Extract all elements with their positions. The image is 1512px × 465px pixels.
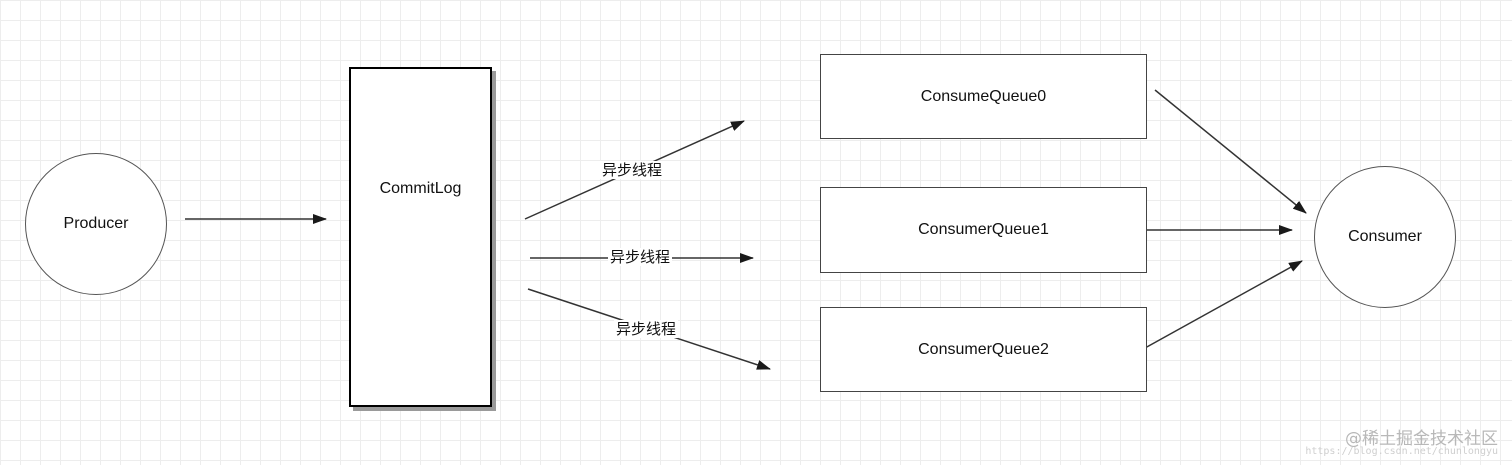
producer-node: Producer [25, 153, 167, 295]
consumer-queue1-label: ConsumerQueue1 [918, 221, 1049, 238]
consumer-queue2-label: ConsumerQueue2 [918, 340, 1049, 358]
edge-label-to-queue1: 异步线程 [608, 248, 673, 266]
watermark-url: https://blog.csdn.net/chunlongyu [1305, 446, 1498, 457]
arrow-queue0-to-consumer [1154, 89, 1307, 214]
consumer-queue1-node: ConsumerQueue1 [820, 187, 1147, 273]
consume-queue0-node: ConsumeQueue0 [820, 54, 1147, 139]
commitlog-node: CommitLog [349, 67, 492, 407]
consumer-queue2-node: ConsumerQueue2 [820, 307, 1147, 392]
consume-queue0-label: ConsumeQueue0 [920, 87, 1047, 105]
edge-label-to-queue0: 异步线程 [600, 161, 665, 179]
edge-label-to-queue2: 异步线程 [614, 320, 679, 338]
consumer-label: Consumer [1348, 228, 1422, 245]
watermark: @稀土掘金技术社区 [1345, 429, 1498, 449]
arrow-queue2-to-consumer [1144, 260, 1303, 349]
producer-label: Producer [63, 215, 129, 232]
commitlog-label: CommitLog [379, 180, 462, 197]
consumer-node: Consumer [1314, 166, 1456, 308]
